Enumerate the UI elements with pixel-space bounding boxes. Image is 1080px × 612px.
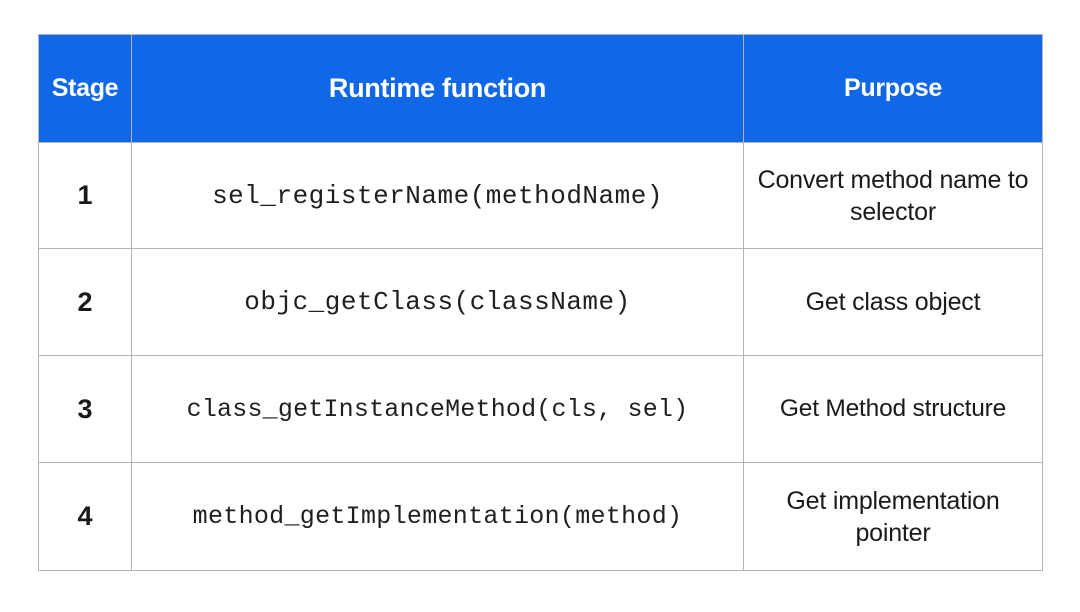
cell-stage: 2 xyxy=(38,248,132,356)
table-row: 3 class_getInstanceMethod(cls, sel) Get … xyxy=(38,355,1043,463)
column-header-runtime-function: Runtime function xyxy=(131,34,744,143)
cell-runtime-function: class_getInstanceMethod(cls, sel) xyxy=(131,355,744,463)
cell-stage: 4 xyxy=(38,462,132,571)
runtime-function-name: class_getInstanceMethod(cls, sel) xyxy=(186,394,689,424)
table-body: 1 sel_registerName(methodName) Convert m… xyxy=(38,142,1043,571)
cell-runtime-function: objc_getClass(className) xyxy=(131,248,744,356)
cell-stage: 1 xyxy=(38,142,132,249)
column-header-stage: Stage xyxy=(38,34,132,143)
table-header: Stage Runtime function Purpose xyxy=(38,34,1043,143)
cell-purpose: Convert method name to selector xyxy=(743,142,1043,249)
table-row: 1 sel_registerName(methodName) Convert m… xyxy=(38,142,1043,249)
cell-purpose: Get implementation pointer xyxy=(743,462,1043,571)
runtime-function-name: objc_getClass(className) xyxy=(244,287,631,317)
runtime-function-name: sel_registerName(methodName) xyxy=(212,180,663,211)
cell-runtime-function: sel_registerName(methodName) xyxy=(131,142,744,249)
runtime-function-name: method_getImplementation(method) xyxy=(192,502,683,531)
table-row: 2 objc_getClass(className) Get class obj… xyxy=(38,248,1043,356)
column-header-purpose: Purpose xyxy=(743,34,1043,143)
cell-purpose: Get class object xyxy=(743,248,1043,356)
cell-purpose: Get Method structure xyxy=(743,355,1043,463)
table-row: 4 method_getImplementation(method) Get i… xyxy=(38,462,1043,571)
cell-runtime-function: method_getImplementation(method) xyxy=(131,462,744,571)
table-header-row: Stage Runtime function Purpose xyxy=(38,34,1043,143)
runtime-function-stages-table: Stage Runtime function Purpose 1 sel_reg… xyxy=(38,34,1043,571)
cell-stage: 3 xyxy=(38,355,132,463)
